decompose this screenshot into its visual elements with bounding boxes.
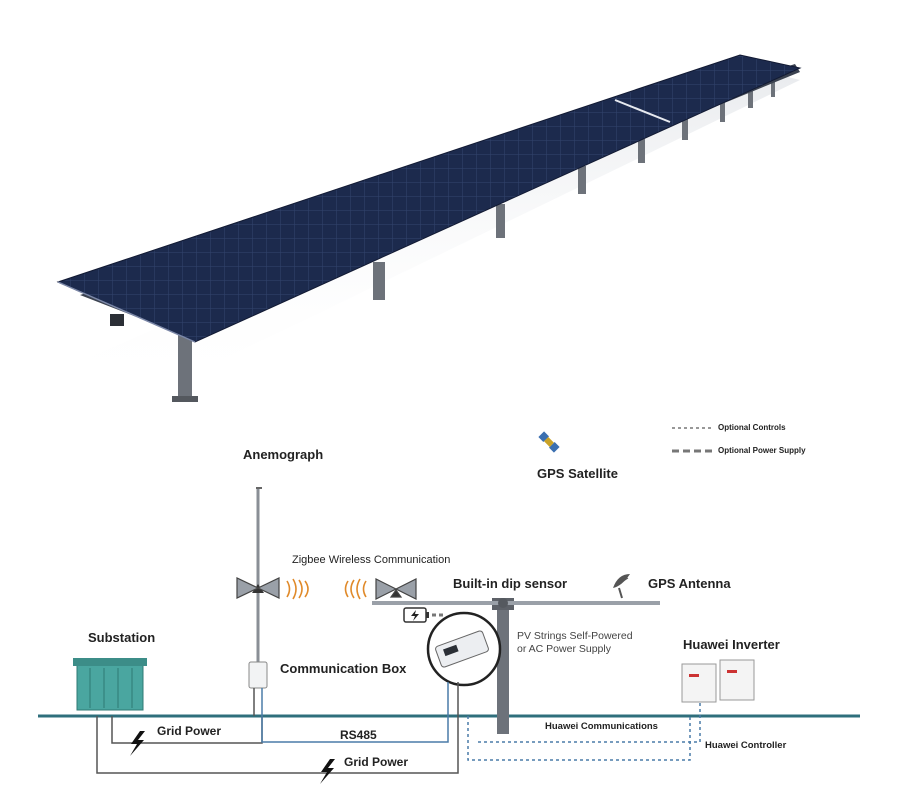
lightning-icon [130,731,145,756]
pv-strings-line1: PV Strings Self-Powered [517,630,633,642]
zigbee-transmitter-left-icon [236,577,280,599]
satellite-icon [538,431,560,453]
pv-strings-line2: or AC Power Supply [517,643,611,655]
solar-tracker-row [40,54,802,402]
post-base [172,396,198,402]
legend-optional-controls-label: Optional Controls [718,423,786,432]
gps-satellite-label: GPS Satellite [537,466,618,481]
zigbee-receiver-right-icon [375,578,417,600]
huawei-inverter-device [681,659,755,703]
tracker-side-view [372,598,660,734]
wiring [96,682,701,774]
zigbee-signal-waves [286,578,367,600]
panel-gap [614,99,671,123]
anemograph-label: Anemograph [243,447,324,462]
substation-label: Substation [88,630,156,645]
rs485-label: RS485 [340,728,377,742]
solar-panels [56,54,802,343]
anemograph-mast [252,487,264,662]
grid-power-label-top: Grid Power [157,724,222,738]
gps-antenna-label: GPS Antenna [648,576,731,591]
communication-box-label: Communication Box [280,661,407,676]
legend [672,427,714,453]
gps-antenna-icon [613,574,630,599]
huawei-controller-label: Huawei Controller [705,740,787,751]
huawei-communications-label: Huawei Communications [545,721,658,732]
legend-optional-power-label: Optional Power Supply [718,446,806,455]
battery-icon [403,607,446,623]
controller-magnifier [426,611,502,687]
grid-power-label-bottom: Grid Power [344,755,409,769]
panel-edge [57,281,196,343]
drive-motor [110,314,124,326]
communication-box-device [248,661,268,716]
lightning-icon [320,759,335,784]
dip-sensor-label: Built-in dip sensor [453,576,568,591]
huawei-inverter-label: Huawei Inverter [683,637,780,652]
zigbee-label: Zigbee Wireless Communication [292,554,451,566]
tracker-posts [178,81,775,401]
pv-strings-label: PV Strings Self-Powered or AC Power Supp… [517,630,633,656]
substation-building [73,658,147,711]
